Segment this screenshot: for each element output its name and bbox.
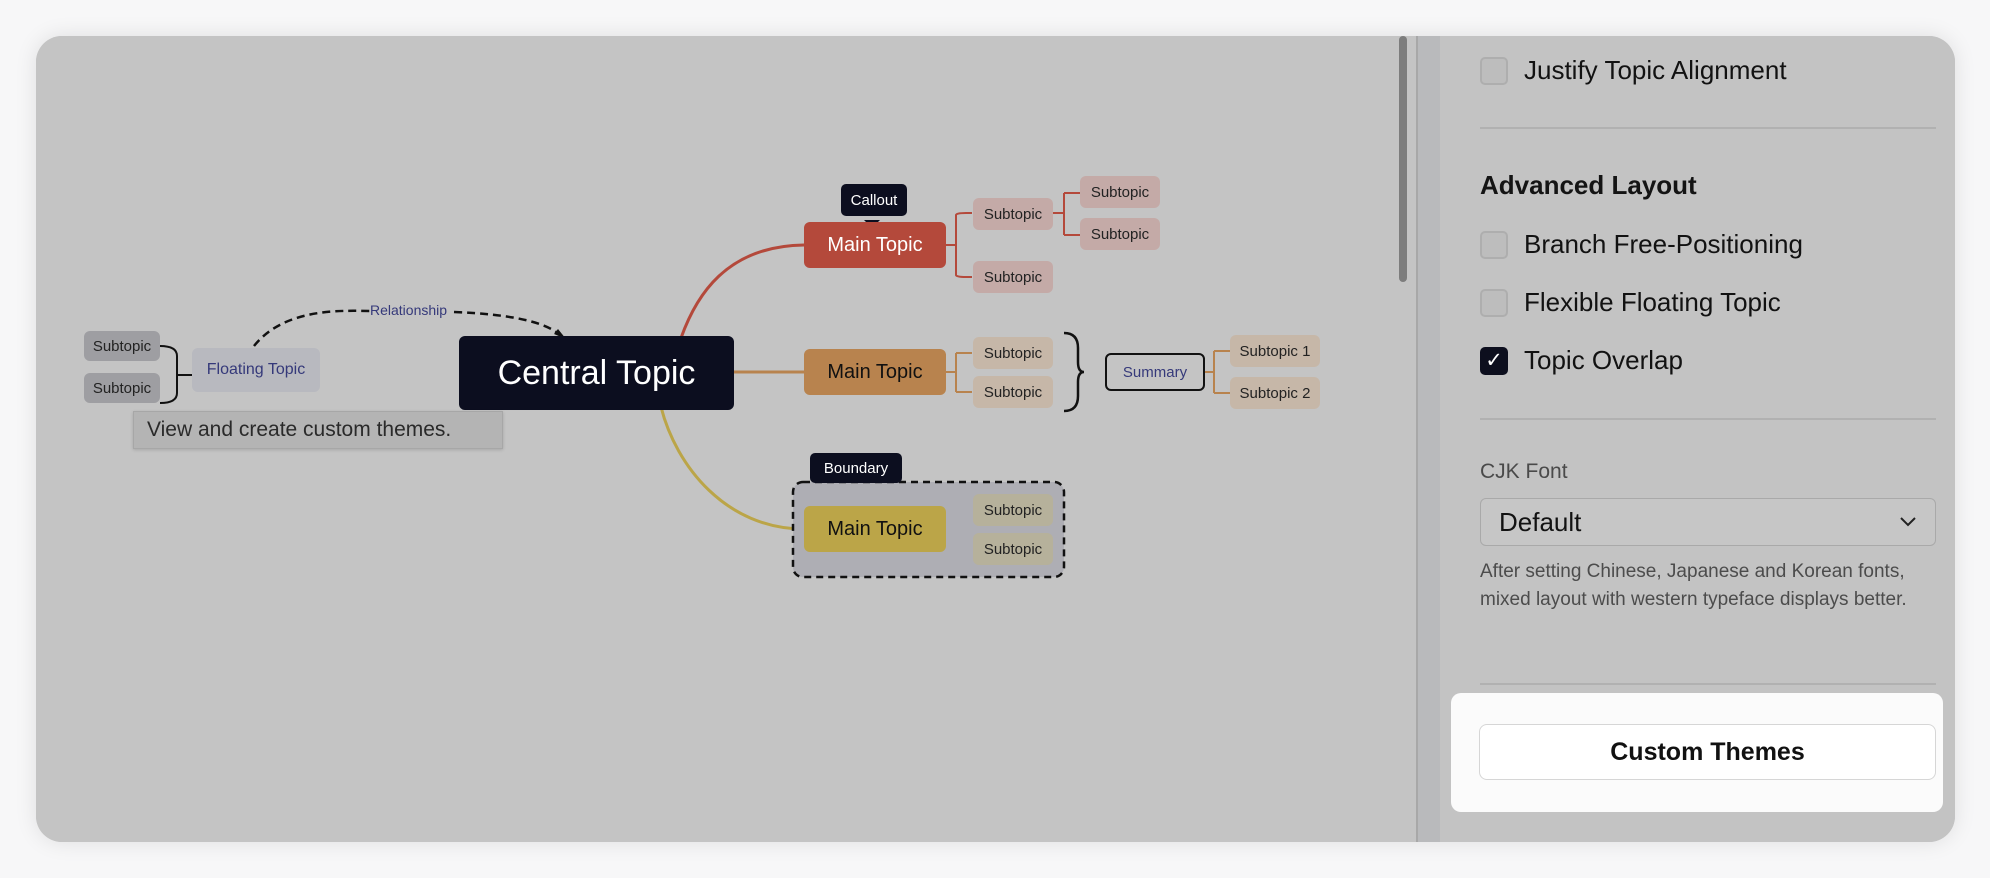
main-topic-red[interactable]: Main Topic	[804, 222, 946, 268]
callout-label[interactable]: Callout	[841, 184, 907, 216]
mindmap-canvas[interactable]: Central Topic Main Topic Main Topic Main…	[36, 36, 1416, 842]
justify-topic-alignment-option[interactable]: Justify Topic Alignment	[1480, 55, 1787, 86]
summary-subtopic-2[interactable]: Subtopic 2	[1230, 377, 1320, 409]
subtopic[interactable]: Subtopic	[1080, 218, 1160, 250]
central-topic[interactable]: Central Topic	[459, 336, 734, 410]
checkmark-icon: ✓	[1485, 349, 1503, 372]
divider	[1480, 418, 1936, 420]
chevron-down-icon	[1899, 516, 1917, 528]
main-topic-orange[interactable]: Main Topic	[804, 349, 946, 395]
cjk-font-help: After setting Chinese, Japanese and Kore…	[1480, 561, 1907, 610]
subtopic[interactable]: Subtopic	[973, 198, 1053, 230]
subtopic[interactable]: Subtopic	[973, 337, 1053, 369]
subtopic[interactable]: Subtopic	[1080, 176, 1160, 208]
branch-free-positioning-checkbox[interactable]	[1480, 230, 1508, 259]
summary-topic[interactable]: Summary	[1105, 353, 1205, 391]
subtopic[interactable]: Subtopic	[973, 376, 1053, 408]
justify-topic-alignment-checkbox[interactable]	[1480, 56, 1508, 85]
panel-gutter	[1418, 36, 1440, 842]
advanced-layout-title: Advanced Layout	[1480, 170, 1697, 200]
app-window: Central Topic Main Topic Main Topic Main…	[36, 36, 1955, 842]
divider	[1480, 683, 1936, 685]
relationship-label[interactable]: Relationship	[370, 302, 448, 318]
divider	[1480, 127, 1936, 129]
floating-topic[interactable]: Floating Topic	[192, 348, 320, 392]
branch-free-positioning-option[interactable]: Branch Free-Positioning	[1480, 229, 1803, 260]
subtopic[interactable]: Subtopic	[973, 261, 1053, 293]
boundary-label[interactable]: Boundary	[810, 453, 902, 483]
topic-overlap-checkbox[interactable]: ✓	[1480, 346, 1508, 375]
cjk-font-value: Default	[1499, 506, 1582, 537]
justify-topic-alignment-label: Justify Topic Alignment	[1524, 55, 1787, 85]
floating-subtopic[interactable]: Subtopic	[84, 373, 160, 403]
cjk-font-select[interactable]: Default	[1480, 498, 1936, 546]
custom-themes-tooltip: View and create custom themes.	[133, 411, 503, 449]
branch-free-positioning-label: Branch Free-Positioning	[1524, 229, 1803, 259]
main-topic-yellow[interactable]: Main Topic	[804, 506, 946, 552]
topic-overlap-label: Topic Overlap	[1524, 345, 1683, 375]
cjk-font-label: CJK Font	[1480, 460, 1568, 483]
flexible-floating-topic-checkbox[interactable]	[1480, 288, 1508, 317]
panel-divider[interactable]	[1416, 36, 1418, 842]
flexible-floating-topic-option[interactable]: Flexible Floating Topic	[1480, 287, 1781, 318]
floating-subtopic[interactable]: Subtopic	[84, 331, 160, 361]
flexible-floating-topic-label: Flexible Floating Topic	[1524, 287, 1781, 317]
summary-subtopic-1[interactable]: Subtopic 1	[1230, 335, 1320, 367]
subtopic[interactable]: Subtopic	[973, 494, 1053, 526]
subtopic[interactable]: Subtopic	[973, 533, 1053, 565]
custom-themes-button[interactable]: Custom Themes	[1479, 724, 1936, 780]
canvas-scrollbar[interactable]	[1399, 36, 1407, 282]
topic-overlap-option[interactable]: ✓ Topic Overlap	[1480, 345, 1683, 376]
